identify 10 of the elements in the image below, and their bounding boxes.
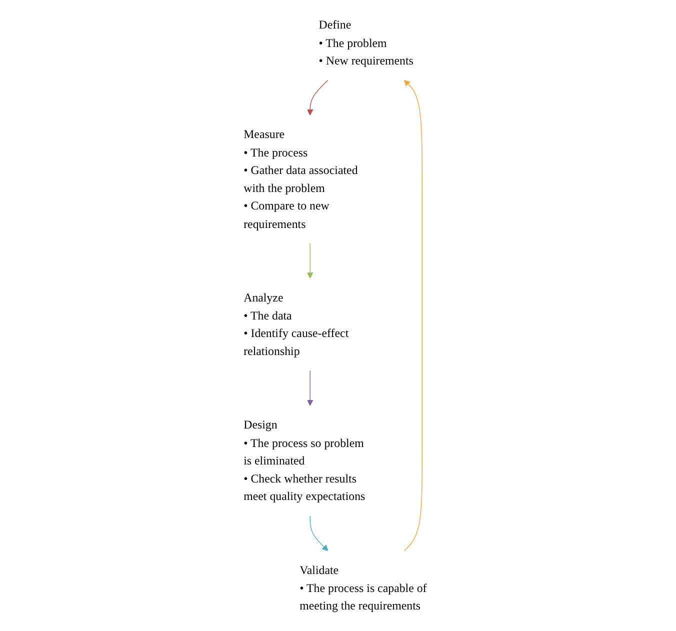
arrow [310, 516, 328, 552]
node-text: Define • The problem • New requirements [318, 18, 414, 68]
arrow [306, 242, 314, 278]
node-text: Validate • The process is capable of meeting the requirements [299, 563, 427, 612]
node-text: Design • The process so problem is eliminated • Check whether results meet quality expectations [244, 418, 366, 503]
node-text: Analyze • The data • Identify cause-effect relationship [244, 290, 349, 358]
arrow [404, 80, 422, 552]
node-text: Measure • The process • Gather data associated with the problem • Compare to new requirements [244, 128, 358, 230]
arrow [306, 80, 328, 116]
arrow [306, 370, 314, 406]
